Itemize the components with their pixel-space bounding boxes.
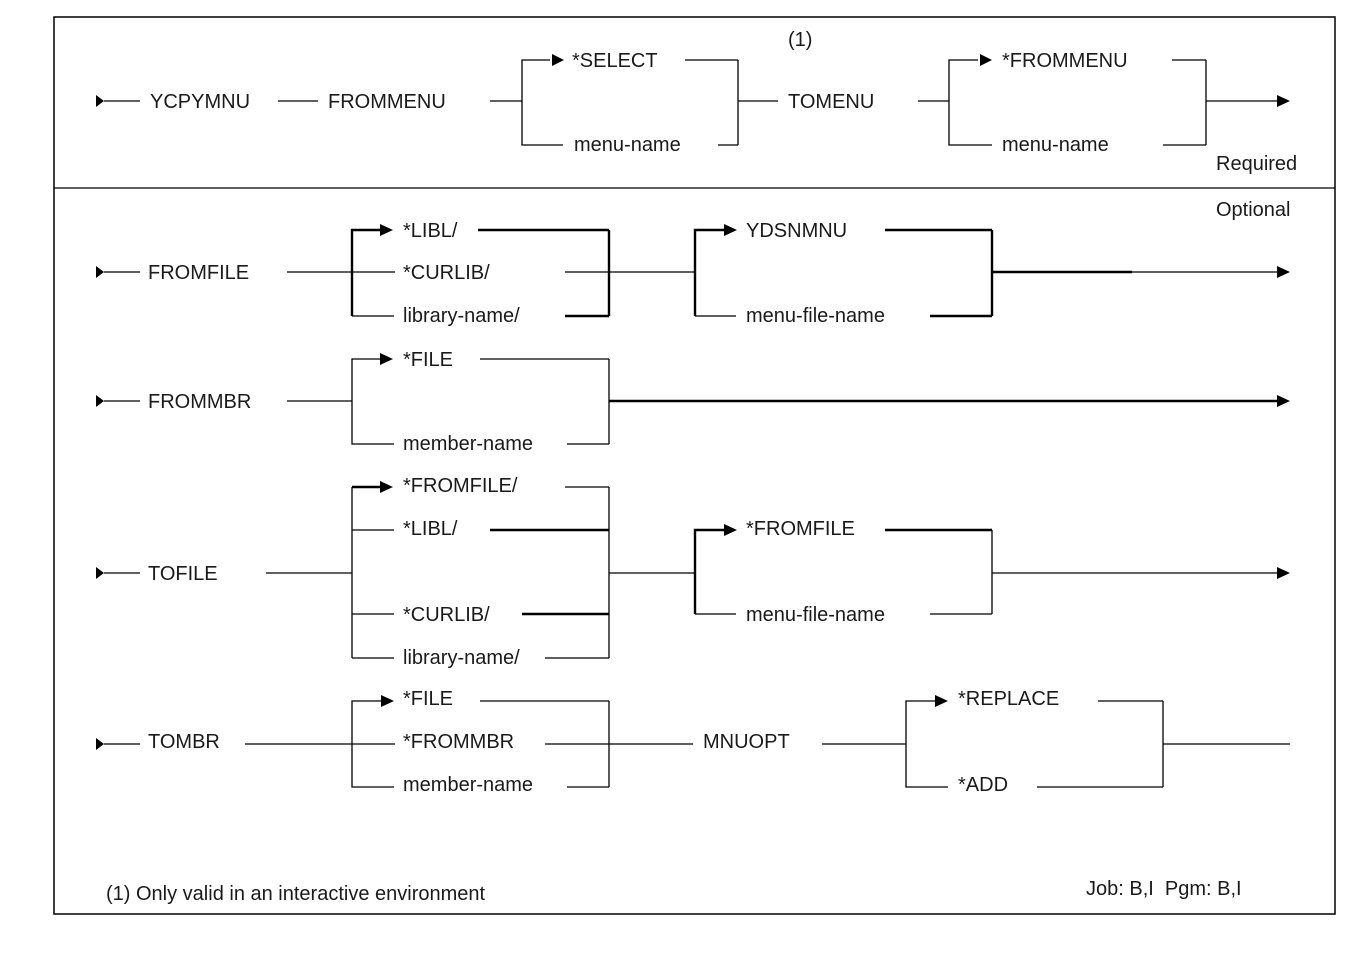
command-name: YCPYMNU bbox=[150, 91, 250, 113]
default-arrow-icon bbox=[552, 54, 564, 66]
option-file: *FILE bbox=[403, 349, 453, 371]
diagram-frame bbox=[53, 16, 1336, 915]
start-arrow-icon bbox=[96, 738, 104, 750]
required-label: Required bbox=[1216, 153, 1297, 175]
keyword-mnuopt: MNUOPT bbox=[703, 731, 790, 753]
note-marker: (1) bbox=[788, 29, 812, 51]
option-replace: *REPLACE bbox=[958, 688, 1059, 710]
default-arrow-icon bbox=[381, 695, 394, 707]
start-arrow-icon bbox=[96, 395, 104, 407]
keyword-tofile: TOFILE bbox=[148, 563, 218, 585]
option-menu-name: menu-name bbox=[1002, 134, 1109, 156]
default-arrow-icon bbox=[380, 353, 393, 365]
default-arrow-icon bbox=[724, 524, 737, 536]
option-ydsnmnu: YDSNMNU bbox=[746, 220, 847, 242]
optional-label: Optional bbox=[1216, 199, 1291, 221]
option-menu-name: menu-name bbox=[574, 134, 681, 156]
keyword-frommbr: FROMMBR bbox=[148, 391, 251, 413]
option-libl: *LIBL/ bbox=[403, 220, 458, 242]
keyword-frommenu: FROMMENU bbox=[328, 91, 446, 113]
end-arrow-icon bbox=[1277, 567, 1290, 579]
start-arrow-icon bbox=[96, 567, 104, 579]
option-member-name: member-name bbox=[403, 774, 533, 796]
option-fromfile: *FROMFILE bbox=[746, 518, 855, 540]
option-frommbr: *FROMMBR bbox=[403, 731, 514, 753]
param-tombr: TOMBR *FILE *FROMMBR member-name MNUOPT … bbox=[96, 688, 1290, 796]
default-arrow-icon bbox=[380, 224, 393, 236]
default-arrow-icon bbox=[380, 481, 393, 493]
param-fromfile: FROMFILE *LIBL/ *CURLIB/ library-name/ Y… bbox=[96, 220, 1290, 327]
param-tofile: TOFILE *FROMFILE/ *LIBL/ *CURLIB/ librar… bbox=[96, 475, 1290, 669]
option-menu-file-name: menu-file-name bbox=[746, 305, 885, 327]
default-arrow-icon bbox=[935, 695, 948, 707]
option-menu-file-name: menu-file-name bbox=[746, 604, 885, 626]
option-file: *FILE bbox=[403, 688, 453, 710]
keyword-fromfile: FROMFILE bbox=[148, 262, 249, 284]
keyword-tombr: TOMBR bbox=[148, 731, 220, 753]
option-library-name: library-name/ bbox=[403, 305, 520, 327]
option-curlib: *CURLIB/ bbox=[403, 604, 490, 626]
option-fromfile-lib: *FROMFILE/ bbox=[403, 475, 518, 497]
default-arrow-icon bbox=[980, 54, 992, 66]
option-select: *SELECT bbox=[572, 50, 658, 72]
param-frommbr: FROMMBR *FILE member-name bbox=[96, 349, 1290, 455]
start-arrow-icon bbox=[96, 95, 104, 107]
default-arrow-icon bbox=[724, 224, 737, 236]
option-frommenu: *FROMMENU bbox=[1002, 50, 1128, 72]
required-section: YCPYMNU FROMMENU *SELECT menu-name (1) T… bbox=[96, 29, 1297, 175]
option-add: *ADD bbox=[958, 774, 1008, 796]
end-arrow-icon bbox=[1277, 95, 1290, 107]
footnote: (1) Only valid in an interactive environ… bbox=[106, 883, 486, 905]
option-library-name: library-name/ bbox=[403, 647, 520, 669]
job-info: Job: B,I Pgm: B,I bbox=[1086, 878, 1242, 900]
keyword-tomenu: TOMENU bbox=[788, 91, 874, 113]
start-arrow-icon bbox=[96, 266, 104, 278]
end-arrow-icon bbox=[1277, 395, 1290, 407]
option-member-name: member-name bbox=[403, 433, 533, 455]
end-arrow-icon bbox=[1277, 266, 1290, 278]
option-libl: *LIBL/ bbox=[403, 518, 458, 540]
option-curlib: *CURLIB/ bbox=[403, 262, 490, 284]
